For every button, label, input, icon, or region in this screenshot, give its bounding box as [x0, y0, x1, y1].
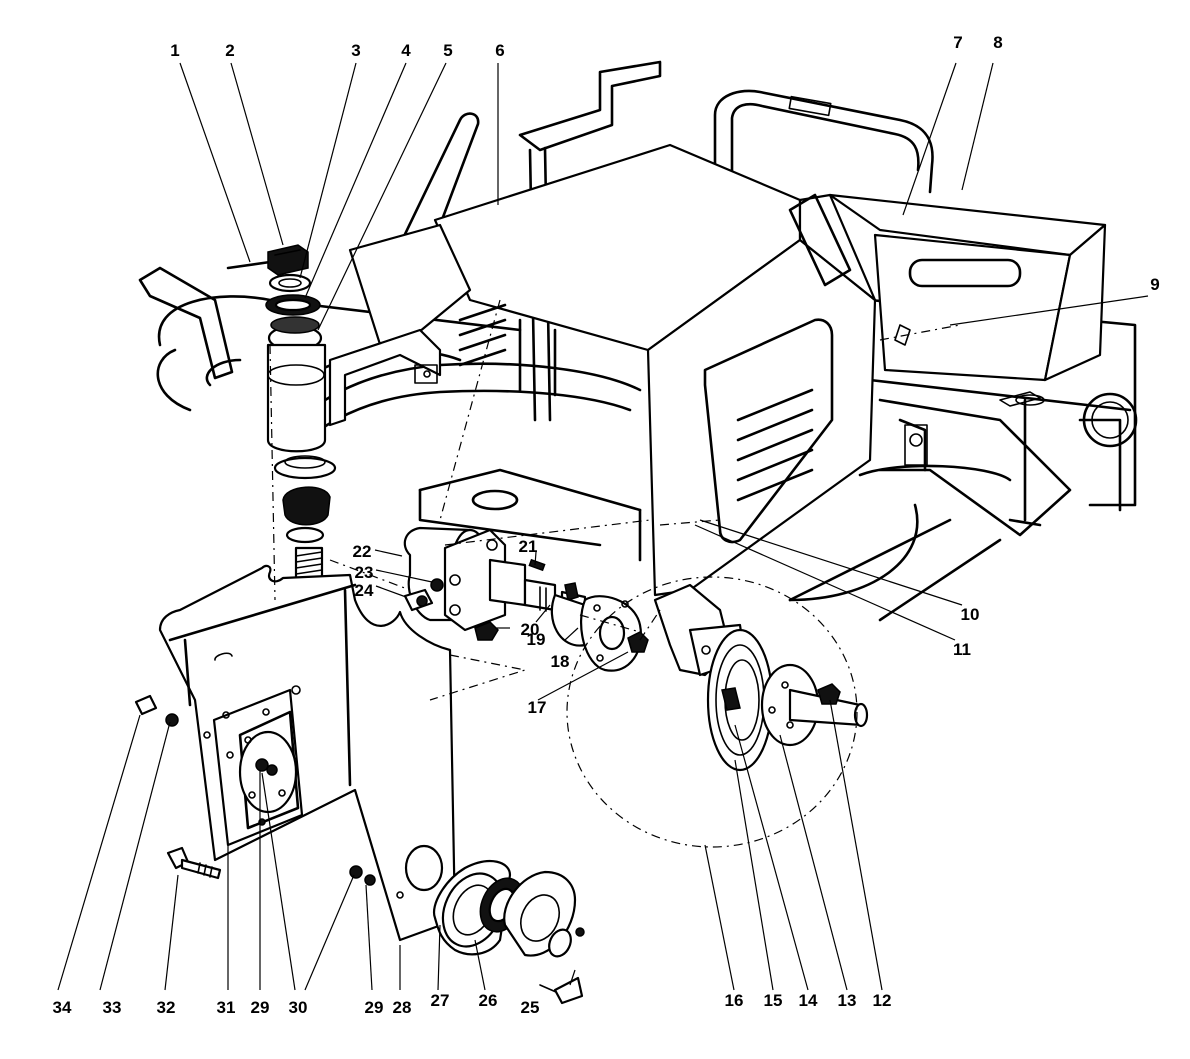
callout-4: 4 — [401, 41, 411, 60]
callout-14: 14 — [799, 991, 818, 1010]
wheel-phantom-outline — [566, 576, 858, 848]
callout-23: 23 — [355, 563, 374, 582]
mounting-plate — [158, 564, 457, 942]
callout-19: 19 — [527, 630, 546, 649]
callout-10: 10 — [961, 605, 980, 624]
lower-bearing-set — [432, 859, 585, 1005]
callout-1: 1 — [170, 41, 179, 60]
phantom-lines — [269, 299, 961, 701]
callout-16: 16 — [725, 991, 744, 1010]
callout-15: 15 — [764, 991, 783, 1010]
callout-11: 11 — [953, 640, 971, 659]
callout-33: 33 — [103, 998, 122, 1017]
callout-9: 9 — [1150, 275, 1159, 294]
callout-24: 24 — [355, 581, 374, 600]
callout-32: 32 — [157, 998, 176, 1017]
callout-18: 18 — [551, 652, 570, 671]
callout-34: 34 — [53, 998, 72, 1017]
callout-20: 20 — [521, 620, 540, 639]
left-fasteners — [134, 694, 376, 886]
callout-13: 13 — [838, 991, 857, 1010]
callout-29b: 29 — [365, 998, 384, 1017]
callout-12: 12 — [873, 991, 892, 1010]
hood-housing — [433, 143, 877, 597]
callout-27: 27 — [431, 991, 450, 1010]
callout-22: 22 — [353, 542, 372, 561]
callout-21: 21 — [519, 537, 538, 556]
callout-6: 6 — [495, 41, 504, 60]
hood-vents — [736, 388, 814, 502]
coupling-flange — [550, 593, 649, 672]
steering-bearing-stack — [226, 244, 337, 633]
callout-2: 2 — [225, 41, 234, 60]
callout-17: 17 — [528, 698, 547, 717]
dash-bracket — [328, 223, 472, 427]
callout-8: 8 — [993, 33, 1002, 52]
wheel-hub-assembly — [653, 583, 869, 772]
adapter-plate — [203, 688, 304, 847]
callout-7: 7 — [953, 33, 962, 52]
callout-26: 26 — [479, 991, 498, 1010]
callout-25: 25 — [521, 998, 540, 1017]
rear-tray — [828, 193, 1107, 407]
callout-29: 29 — [251, 998, 270, 1017]
leader-lines — [57, 62, 1149, 991]
callout-30: 30 — [289, 998, 308, 1017]
callout-3: 3 — [351, 41, 360, 60]
callout-31: 31 — [217, 998, 236, 1017]
steering-motor — [403, 526, 587, 641]
callout-labels: 1 2 3 4 5 6 7 8 9 10 11 12 13 14 15 16 1… — [53, 33, 1160, 1017]
callout-28: 28 — [393, 998, 412, 1017]
callout-5: 5 — [443, 41, 452, 60]
